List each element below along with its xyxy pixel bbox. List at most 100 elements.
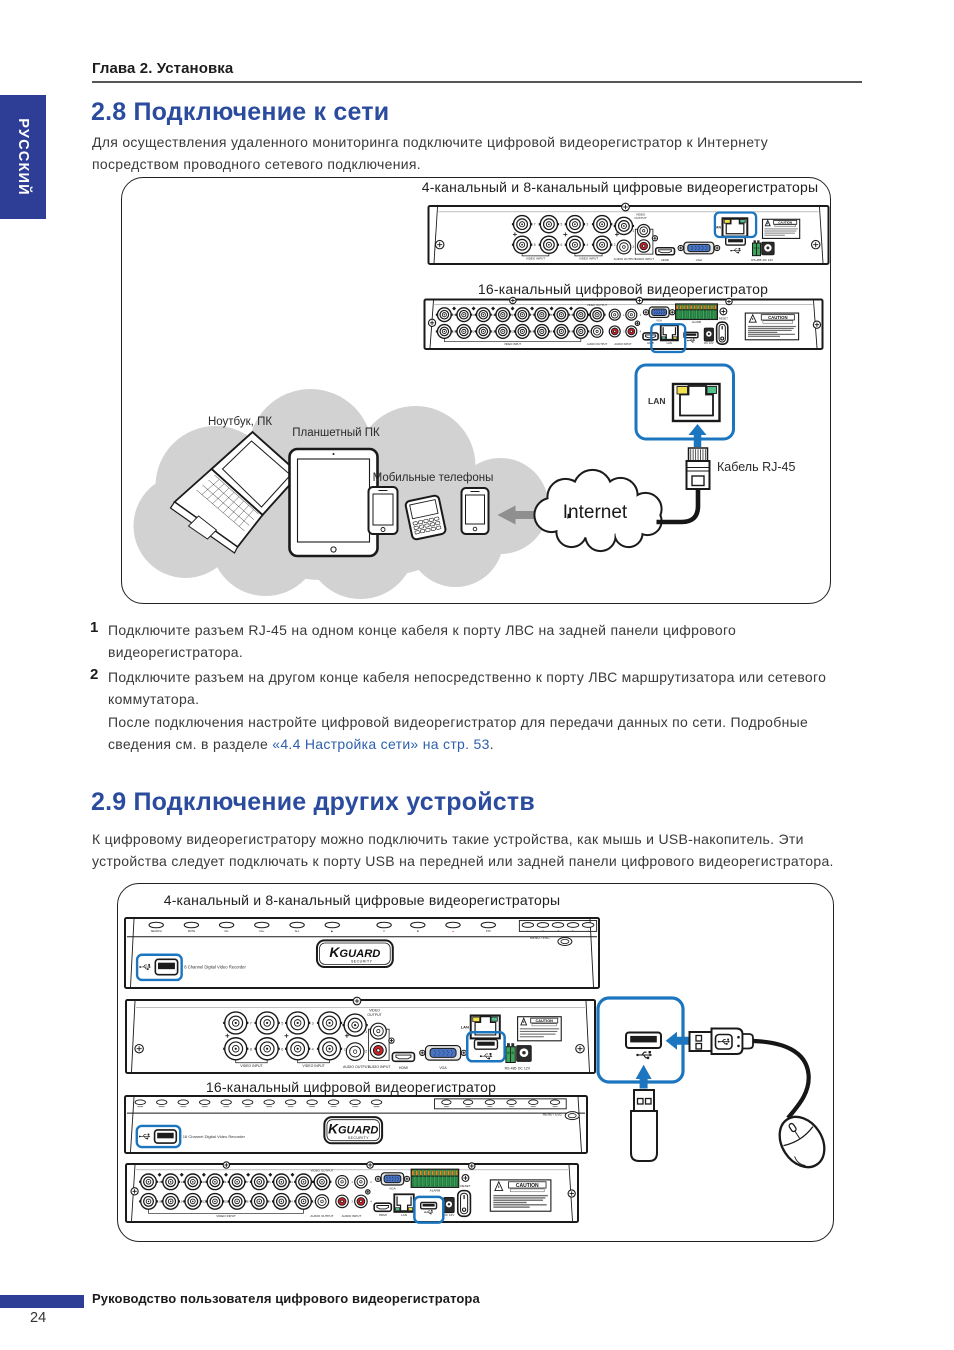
svg-text:SECURITY: SECURITY [351,960,373,964]
svg-text:KGUARD: KGUARD [328,1122,378,1137]
figure-usb-caption-16: 16-канальный цифровой видеорегистратор [205,1079,497,1095]
svg-text:4: 4 [570,331,572,334]
svg-text:2: 2 [632,245,634,249]
svg-text:7: 7 [250,1021,252,1025]
svg-text:◀: ◀ [557,930,559,933]
page-number: 24 [30,1310,47,1326]
svg-text:RESET: RESET [719,316,728,320]
figure-network-caption-48: 4-канальный и 8-канальный цифровые видео… [421,179,819,195]
svg-text:RS-485: RS-485 [751,258,762,262]
step-1-line-1: Подключите разъем RJ-45 на одном конце к… [108,622,737,638]
svg-text:KGUARD: KGUARD [329,944,380,960]
svg-text:OUTPUT: OUTPUT [634,216,647,220]
internet-label: Internet [562,502,628,523]
svg-text:II: II [383,929,385,933]
svg-text:DC 12V: DC 12V [518,1066,531,1070]
svg-text:OUTPUT: OUTPUT [367,1013,382,1017]
svg-text:VIDEO INPUT: VIDEO INPUT [216,1214,236,1218]
svg-text:13: 13 [473,314,476,317]
svg-text:3: 3 [351,1200,353,1204]
svg-text:11: 11 [492,314,495,317]
svg-text:CAUTION: CAUTION [778,220,792,224]
svg-text:10: 10 [512,331,515,334]
svg-text:4: 4 [312,1047,314,1051]
note-line-2-prefix: сведения см. в разделе [108,735,273,752]
svg-text:2: 2 [344,1047,346,1051]
svg-text:16: 16 [453,331,456,334]
svg-text:1: 1 [351,1180,353,1184]
svg-text:LAN: LAN [714,226,722,230]
svg-text:12: 12 [203,1200,207,1204]
svg-text:▶: ▶ [572,930,574,933]
svg-text:HDMI: HDMI [379,1213,387,1217]
svg-text:VGA: VGA [389,1187,396,1191]
svg-text:MENU / ESC: MENU / ESC [530,936,550,940]
note-paragraph: После подключения настройте цифровой вид… [108,712,808,756]
svg-text:2: 2 [365,1050,367,1054]
svg-text:AUDIO OUTPUT: AUDIO OUTPUT [587,342,608,346]
svg-text:VGA: VGA [696,258,702,262]
svg-text:2: 2 [614,243,616,247]
svg-text:5: 5 [551,314,553,317]
svg-text:4: 4 [640,331,642,334]
settings-section-link[interactable]: «4.4 Настройка сети» на стр. 53 [272,735,490,752]
svg-text:13: 13 [180,1180,184,1184]
svg-text:2: 2 [313,1200,315,1204]
svg-text:MENU / ESC: MENU / ESC [543,1113,563,1117]
svg-text:16: 16 [158,1200,162,1204]
phones-label: Мобильные телефоны [372,472,494,484]
rj45-cable-label: Кабель RJ-45 [717,460,796,474]
svg-text:1: 1 [632,229,634,233]
svg-text:6: 6 [269,1200,271,1204]
intro-line-1: Для осуществления удаленного мониторинга… [92,134,769,150]
svg-text:SECURITY: SECURITY [348,1136,369,1140]
svg-text:14: 14 [473,331,476,334]
svg-text:PTZ: PTZ [486,929,491,933]
svg-text:MUTE: MUTE [188,929,196,933]
laptop-label: Ноутбук, ПК [207,416,273,428]
svg-text:●: ● [452,930,454,933]
svg-text:DC 12V: DC 12V [763,258,774,262]
footer-text: Руководство пользователя цифрового видео… [92,1291,480,1306]
svg-text:LAN: LAN [667,341,672,345]
svg-text:AUDIO OUTPUT: AUDIO OUTPUT [343,1065,370,1069]
section-2-8-heading: 2.8 Подключение к сети [91,98,390,126]
footer-bar [0,1295,84,1308]
section-2-9-heading: 2.9 Подключение других устройств [91,788,535,816]
svg-text:AUDIO OUTPUT: AUDIO OUTPUT [310,1214,333,1218]
svg-text:CH-: CH- [224,929,229,933]
svg-text:8: 8 [531,331,533,334]
svg-text:6: 6 [551,331,553,334]
svg-text:LAN: LAN [401,1213,407,1217]
svg-text:3: 3 [623,331,625,334]
svg-text:AUDIO INPUT: AUDIO INPUT [368,1065,391,1069]
svg-text:VIDEO INPUT: VIDEO INPUT [526,256,545,260]
section-2-8-intro: Для осуществления удаленного мониторинга… [92,132,768,176]
svg-text:VIDEO INPUT: VIDEO INPUT [302,1064,325,1068]
svg-text:7: 7 [531,314,533,317]
figure-network-caption-16: 16-канальный цифровой видеорегистратор [477,281,769,297]
note-line-2-suffix: . [489,735,494,752]
svg-text:■: ■ [417,930,419,933]
svg-text:15: 15 [453,314,456,317]
chapter-rule [92,81,862,83]
svg-text:8: 8 [250,1047,252,1051]
svg-text:3: 3 [587,223,589,227]
note-line-2: сведения см. в разделе «4.4 Настройка се… [108,734,808,756]
svg-text:AUDIO INPUT: AUDIO INPUT [635,257,655,261]
svg-text:3: 3 [291,1180,293,1184]
svg-text:HDMI: HDMI [661,258,669,262]
step-1-number: 1 [90,619,99,636]
svg-text:11: 11 [203,1180,206,1184]
svg-text:ALARM: ALARM [430,1188,441,1192]
svg-text:ALL: ALL [295,929,300,933]
step-1-line-2: видеорегистратора. [108,643,244,660]
svg-text:CH+: CH+ [259,929,265,933]
svg-text:8 Channel Digital Video Record: 8 Channel Digital Video Recorder [184,965,246,970]
svg-text:ALARM: ALARM [692,320,702,324]
svg-text:▼: ▼ [542,930,544,933]
